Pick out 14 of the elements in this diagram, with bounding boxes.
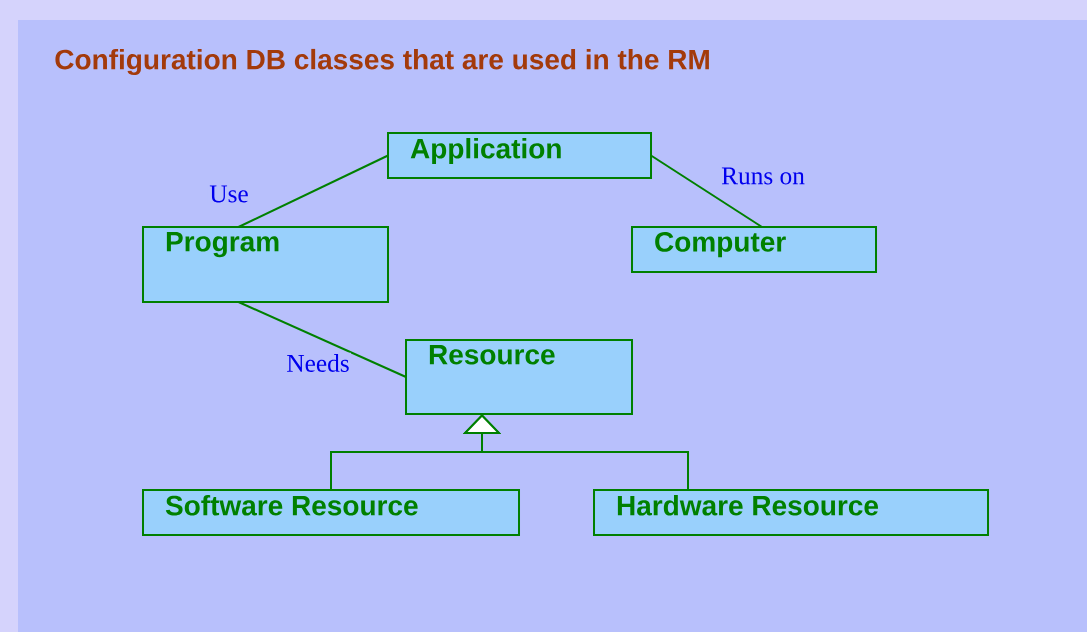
class-box: Hardware Resource	[593, 489, 989, 536]
edge-label: Needs	[285, 352, 351, 374]
connector-line	[237, 154, 389, 228]
class-box: Software Resource	[142, 489, 520, 536]
class-box: Program	[142, 226, 389, 303]
connector-line	[237, 301, 407, 378]
edge-label: Use	[207, 184, 251, 204]
connector-line	[650, 154, 763, 228]
title: Configuration DB classes that are used in the RM	[55, 48, 709, 76]
class-box: Resource	[405, 339, 633, 415]
connector-line	[462, 414, 689, 491]
class-box: Application	[387, 132, 652, 179]
class-box: Computer	[631, 226, 877, 273]
edge-label: Runs on	[719, 166, 807, 186]
